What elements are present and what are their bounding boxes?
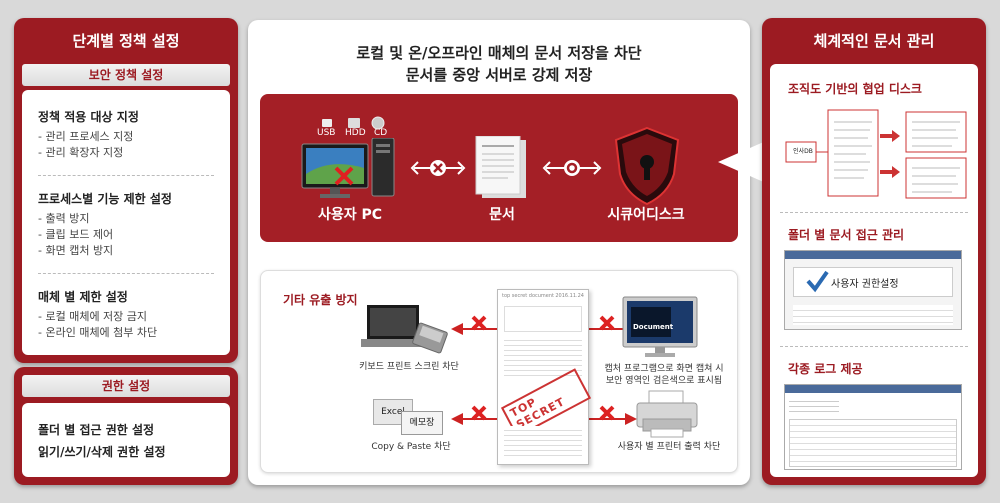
policy-item: - 출력 방지: [38, 212, 90, 225]
copy-paste-caption: Copy & Paste 차단: [371, 442, 451, 452]
x-icon: [471, 405, 487, 421]
printer-icon: [636, 390, 698, 438]
doc-lines: [504, 336, 582, 376]
org-disk-title: 조직도 기반의 협업 디스크: [788, 82, 922, 96]
document-management-title: 체계적인 문서 관리: [813, 32, 935, 50]
callout-pointer-down: [335, 238, 365, 272]
hdd-icon: [348, 118, 360, 128]
printer-caption: 사용자 별 프린터 출력 차단: [617, 442, 721, 452]
folder-access-thumbnail: 사용자 권한설정: [784, 250, 962, 330]
doc-lines-bottom: [504, 426, 582, 458]
user-pc-icon: [301, 138, 395, 198]
document-management-body: 조직도 기반의 협업 디스크 인사DB 폴더 별 문서 접근 관리: [770, 64, 978, 477]
x-icon: [599, 405, 615, 421]
capture-caption-line-1: 캡처 프로그램으로 화면 캡쳐 시: [604, 364, 724, 374]
secure-disk-shield-icon: [614, 126, 680, 206]
permission-list: 폴더 별 접근 권한 설정 읽기/쓰기/삭제 권한 설정: [22, 403, 230, 477]
block-icon: [334, 166, 354, 186]
secret-document: top secret document 2016.11.24 TOP SECRE…: [497, 289, 592, 465]
callout-pointer-right: [718, 140, 768, 184]
log-thumbnail: [784, 384, 962, 470]
document-icon: [475, 136, 526, 198]
permission-item: 폴더 별 접근 권한 설정: [38, 423, 155, 437]
policy-item: - 클립 보드 제어: [38, 228, 114, 241]
thumb-titlebar: [785, 251, 961, 259]
org-chart-thumbnail: [785, 109, 967, 199]
policy-group-head: 매체 별 제한 설정: [38, 290, 128, 304]
policy-group-process: 프로세스별 기능 제한 설정 - 출력 방지 - 클립 보드 제어 - 화면 캡…: [38, 190, 214, 274]
log-table: [789, 419, 957, 467]
policy-item: - 온라인 매체에 첨부 차단: [38, 326, 158, 339]
policy-group-media: 매체 별 제한 설정 - 로컬 매체에 저장 금지 - 온라인 매체에 첨부 차…: [38, 288, 214, 341]
thumb-rows: [793, 305, 953, 325]
laptop-keyboard-icon: [361, 305, 448, 354]
policy-item: - 관리 확장자 지정: [38, 146, 124, 159]
policy-item: - 로컬 매체에 저장 금지: [38, 310, 148, 323]
user-pc-label: 사용자 PC: [317, 207, 383, 223]
policy-item: - 화면 캡처 방지: [38, 244, 114, 257]
cd-icon: [371, 116, 385, 130]
policy-group-head: 프로세스별 기능 제한 설정: [38, 192, 172, 206]
policy-list: 정책 적용 대상 지정 - 관리 프로세스 지정 - 관리 확장자 지정 프로세…: [22, 90, 230, 355]
capture-caption: 캡처 프로그램으로 화면 캡쳐 시 보안 영역인 검은색으로 표시됨: [599, 363, 729, 387]
x-icon: [471, 315, 487, 331]
x-icon: [433, 163, 443, 173]
block-arrow-printer: [589, 405, 637, 425]
flow-band: USB HDD CD 사용자 PC: [260, 94, 738, 242]
other-leak-prevention-box: 기타 유출 방지 키보드 프린트 스크린 차단 Excel 메모장 Copy &…: [260, 270, 738, 473]
capture-caption-line-2: 보안 영역인 검은색으로 표시됨: [605, 376, 723, 386]
right-divider: [780, 212, 968, 213]
log-title: 각종 로그 제공: [788, 362, 863, 376]
keyboard-caption: 키보드 프린트 스크린 차단: [359, 362, 459, 372]
document-management-panel: 체계적인 문서 관리 조직도 기반의 협업 디스크 인사DB 폴더 별 문서 접…: [762, 18, 986, 485]
usb-icon: [322, 119, 332, 127]
document-label: 문서: [489, 207, 515, 223]
block-arrow-keyboard: [451, 315, 499, 335]
log-titlebar: [785, 385, 961, 393]
permission-check-label: 사용자 권한설정: [831, 279, 899, 290]
block-arrow-copy: [451, 405, 499, 425]
permission-bar: 권한 설정: [22, 375, 230, 397]
x-icon: [599, 315, 615, 331]
o-icon: [566, 162, 578, 174]
allowed-arrow: [542, 160, 602, 176]
policy-group-head: 정책 적용 대상 지정: [38, 110, 139, 124]
right-divider: [780, 346, 968, 347]
policy-group-target: 정책 적용 대상 지정 - 관리 프로세스 지정 - 관리 확장자 지정: [38, 108, 214, 176]
keyhole-icon: [640, 155, 654, 169]
usb-label: USB: [317, 128, 336, 138]
headline-line-1: 로컬 및 온/오프라인 매체의 문서 저장을 차단: [356, 44, 642, 62]
permission-settings-panel: 권한 설정 폴더 별 접근 권한 설정 읽기/쓰기/삭제 권한 설정: [14, 367, 238, 485]
policy-settings-title: 단계별 정책 설정: [72, 32, 180, 50]
capture-document-label: Document: [633, 323, 674, 331]
log-filters: [789, 397, 839, 415]
doc-header-right: 2016.11.24: [555, 293, 584, 299]
hdd-label: HDD: [345, 128, 366, 138]
security-policy-bar: 보안 정책 설정: [22, 64, 230, 86]
memo-box: 메모장: [401, 411, 443, 435]
secure-disk-label: 시큐어디스크: [607, 207, 685, 223]
policy-settings-panel: 단계별 정책 설정 보안 정책 설정 정책 적용 대상 지정 - 관리 프로세스…: [14, 18, 238, 363]
other-leak-title: 기타 유출 방지: [283, 293, 358, 307]
org-root-label: 인사DB: [793, 148, 813, 155]
folder-access-title: 폴더 별 문서 접근 관리: [788, 228, 905, 242]
cd-label: CD: [374, 128, 388, 138]
doc-table: [504, 306, 582, 332]
doc-header-left: top secret document: [502, 293, 555, 299]
media-icons: [322, 116, 385, 130]
headline-line-2: 문서를 중앙 서버로 강제 저장: [405, 66, 593, 84]
check-icon: [806, 270, 829, 293]
doc-header: top secret document 2016.11.24: [498, 290, 588, 302]
blocked-arrow: [410, 160, 466, 176]
permission-item: 읽기/쓰기/삭제 권한 설정: [38, 445, 166, 459]
center-diagram: 로컬 및 온/오프라인 매체의 문서 저장을 차단 문서를 중앙 서버로 강제 …: [248, 20, 750, 485]
policy-item: - 관리 프로세스 지정: [38, 130, 134, 143]
capture-monitor-icon: [622, 296, 698, 357]
headline: 로컬 및 온/오프라인 매체의 문서 저장을 차단 문서를 중앙 서버로 강제 …: [248, 42, 750, 86]
